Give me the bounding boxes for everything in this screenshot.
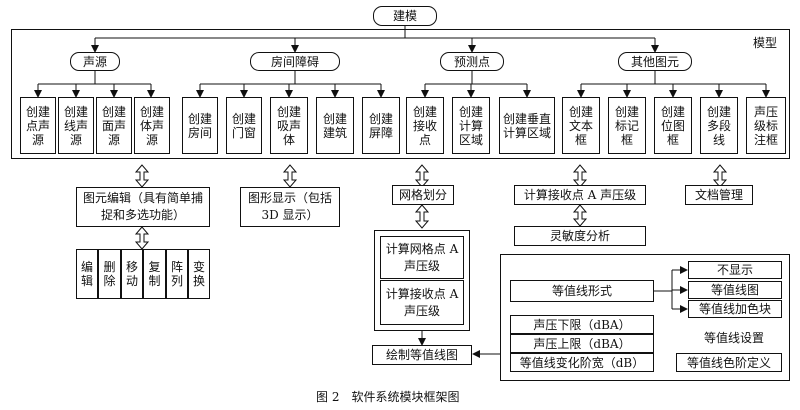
primitive-edit-module: 图元编辑（具有简单捕捉和多选功能） [76, 187, 210, 227]
sensitivity-module: 灵敏度分析 [514, 226, 646, 246]
contour-settings-title: 等值线设置 [704, 331, 765, 345]
category-other-primitives: 其他图元 [618, 52, 692, 71]
category-sound-source: 声源 [70, 52, 120, 71]
create-absorber: 创建吸声体 [270, 97, 308, 154]
contour-form-option-lines-color: 等值线加色块 [688, 300, 782, 318]
create-volume-source: 创建体声源 [134, 97, 170, 154]
contour-form-option-hidden: 不显示 [688, 261, 782, 279]
spl-upper-limit: 声压上限（dBA） [510, 334, 654, 353]
contour-form-option-lines: 等值线图 [688, 281, 782, 299]
root-node: 建模 [373, 6, 437, 26]
edit-op-edit: 编辑 [76, 249, 98, 299]
mesh-module: 网格划分 [392, 185, 454, 205]
contour-settings-container [500, 254, 790, 381]
edit-op-transform: 变换 [188, 249, 210, 299]
doc-manage-module: 文档管理 [685, 185, 753, 205]
create-vertical-calc-area: 创建垂直计算区域 [499, 97, 555, 154]
spl-lower-limit: 声压下限（dBA） [510, 315, 654, 334]
category-prediction-point: 预测点 [440, 52, 504, 71]
create-barrier: 创建屏障 [362, 97, 400, 154]
create-building: 创建建筑 [316, 97, 354, 154]
graphic-display-module: 图形显示（包括 3D 显示） [240, 187, 340, 227]
edit-op-array: 阵列 [166, 249, 188, 299]
contour-form: 等值线形式 [510, 280, 654, 302]
create-bitmap-box: 创建位图框 [654, 97, 692, 154]
create-marker-box: 创建标记框 [608, 97, 646, 154]
receiver-spl-calc: 计算接收点 A 声压级 [380, 280, 464, 325]
create-spl-annotation-box: 声压级标注框 [746, 97, 786, 154]
edit-op-move: 移动 [121, 249, 143, 299]
category-room-obstacle: 房间障碍 [250, 52, 340, 71]
draw-contour-module: 绘制等值线图 [372, 345, 472, 365]
figure-caption: 图 2 软件系统模块框架图 [316, 390, 460, 404]
edit-op-delete: 删除 [98, 249, 121, 299]
contour-step-width: 等值线变化阶宽（dB） [510, 353, 654, 372]
create-text-box: 创建文本框 [562, 97, 600, 154]
create-line-source: 创建线声源 [58, 97, 94, 154]
create-room: 创建房间 [182, 97, 218, 154]
grid-spl-calc: 计算网格点 A 声压级 [380, 236, 464, 279]
model-container [11, 29, 790, 159]
create-point-source: 创建点声源 [20, 97, 56, 154]
create-receiver: 创建接收点 [406, 97, 444, 154]
create-door-window: 创建门窗 [226, 97, 262, 154]
model-label: 模型 [753, 36, 778, 50]
edit-op-copy: 复制 [143, 249, 166, 299]
create-surface-source: 创建面声源 [96, 97, 132, 154]
calc-receiver-spl-module: 计算接收点 A 声压级 [514, 185, 646, 205]
contour-color-scale: 等值线色阶定义 [676, 353, 782, 372]
create-polyline: 创建多段线 [700, 97, 738, 154]
create-calc-area: 创建计算区域 [452, 97, 490, 154]
